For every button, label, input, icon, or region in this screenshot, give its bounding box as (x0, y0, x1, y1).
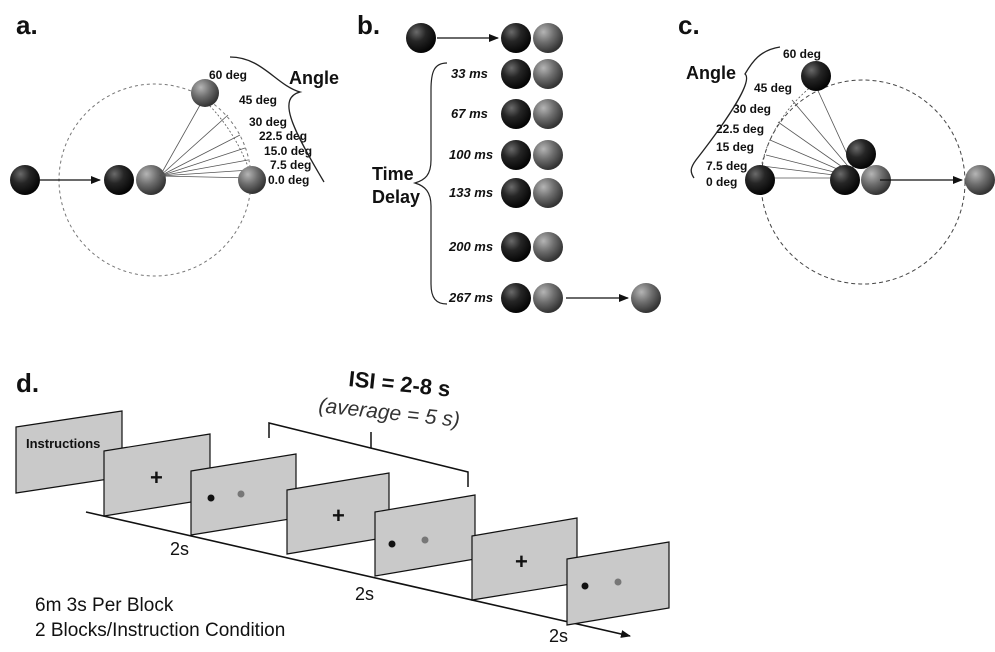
panel-b-row3-dark-ball (501, 140, 531, 170)
panel-b-time-brace (412, 62, 448, 305)
panel-c-angle-5: 15 deg (716, 140, 754, 154)
panel-d-stim3-grey-ball (614, 578, 622, 586)
panel-b-row1-grey-ball (533, 59, 563, 89)
panel-b-row2-grey-ball (533, 99, 563, 129)
panel-d-stim3-dark-ball (581, 582, 589, 590)
panel-b-row4-grey-ball (533, 178, 563, 208)
panel-c-angle-2: 45 deg (754, 81, 792, 95)
panel-d-stim2-dark-ball (388, 540, 396, 548)
panel-c-angle-4: 22.5 deg (716, 122, 764, 136)
panel-a: a. 60 deg 45 deg 30 deg 22.5 deg 15.0 de… (10, 10, 339, 277)
panel-d-time-label-2: 2s (355, 584, 374, 604)
panel-c-angle-brace (690, 46, 781, 179)
panel-c-angle-title: Angle (686, 63, 736, 83)
panel-b-row2-dark-ball (501, 99, 531, 129)
panel-d-time-label-1: 2s (170, 539, 189, 559)
panel-c-angle-1: 60 deg (783, 47, 821, 61)
panel-c-angle-fan (759, 81, 859, 179)
panel-c-angle-6: 7.5 deg (706, 159, 747, 173)
panel-b-label: b. (357, 10, 380, 40)
panel-c-end-grey-ball (965, 165, 995, 195)
panel-c-mid-dark-ball (846, 139, 876, 169)
panel-d: d. Instructions + + + ISI = 2-8 s (avera… (15, 366, 670, 646)
panel-a-angle-2: 45 deg (239, 93, 277, 107)
panel-a-label: a. (16, 10, 38, 40)
panel-b-top-grey-ball (533, 23, 563, 53)
panel-d-stim2-grey-ball (421, 536, 429, 544)
panel-a-60deg-ball (191, 79, 219, 107)
panel-a-angle-brace (229, 56, 325, 183)
panel-d-isi-line1: ISI = 2-8 s (347, 366, 451, 402)
panel-d-block-info-1: 6m 3s Per Block (35, 595, 174, 616)
panel-a-contact-grey-ball (136, 165, 166, 195)
panel-b-row6-dark-ball (501, 283, 531, 313)
panel-c-label: c. (678, 10, 700, 40)
panel-d-stim1-dark-ball (207, 494, 215, 502)
panel-b-row3-grey-ball (533, 140, 563, 170)
panel-a-angle-4: 22.5 deg (259, 129, 307, 143)
panel-b-row1-dark-ball (501, 59, 531, 89)
panel-d-time-label-3: 2s (549, 626, 568, 646)
panel-d-fixation-1: + (150, 465, 163, 490)
panel-c-angle-3: 30 deg (733, 102, 771, 116)
panel-b-delay-5: 200 ms (448, 239, 493, 254)
panel-b-delay-4: 133 ms (449, 185, 493, 200)
panel-d-fixation-2: + (332, 503, 345, 528)
panel-d-screen-stimulus-2 (374, 494, 476, 577)
panel-b-start-ball (406, 23, 436, 53)
panel-d-fixation-3: + (515, 549, 528, 574)
panel-b-row5-dark-ball (501, 232, 531, 262)
panel-b-top-dark-ball (501, 23, 531, 53)
panel-c: c. 60 deg 45 deg 30 deg 22.5 deg 15 deg … (678, 10, 995, 285)
panel-d-label: d. (16, 368, 39, 398)
panel-b-time-title-1: Time (372, 164, 414, 184)
panel-b-time-title-2: Delay (372, 187, 420, 207)
panel-c-angle-7: 0 deg (706, 175, 737, 189)
panel-a-contact-dark-ball (104, 165, 134, 195)
panel-d-timeline-arrow (85, 511, 631, 638)
panel-a-angle-3: 30 deg (249, 115, 287, 129)
panel-a-angle-fan (159, 97, 253, 179)
panel-d-block-info-2: 2 Blocks/Instruction Condition (35, 620, 285, 641)
panel-b-delay-1: 33 ms (451, 66, 488, 81)
panel-a-0deg-ball (238, 166, 266, 194)
panel-c-contact-dark-ball (830, 165, 860, 195)
panel-b-delay-2: 67 ms (451, 106, 488, 121)
panel-b-row6-grey-ball (533, 283, 563, 313)
panel-b-row4-dark-ball (501, 178, 531, 208)
panel-a-angle-6: 7.5 deg (270, 158, 311, 172)
panel-d-isi-bracket (268, 422, 469, 487)
panel-b-delay-6: 267 ms (448, 290, 493, 305)
panel-c-trajectory-circle (760, 79, 966, 285)
panel-c-contact-grey-ball (861, 165, 891, 195)
panel-a-angle-title: Angle (289, 68, 339, 88)
panel-b: b. 33 ms 67 ms 100 ms 133 ms 200 ms 267 … (357, 10, 661, 313)
panel-a-angle-5: 15.0 deg (264, 144, 312, 158)
panel-a-angle-7: 0.0 deg (268, 173, 309, 187)
panel-c-60deg-ball (801, 61, 831, 91)
panel-d-stim1-grey-ball (237, 490, 245, 498)
panel-b-end-grey-ball (631, 283, 661, 313)
panel-d-instructions-text: Instructions (26, 436, 100, 451)
panel-b-delay-3: 100 ms (449, 147, 493, 162)
panel-a-angle-1: 60 deg (209, 68, 247, 82)
panel-b-row5-grey-ball (533, 232, 563, 262)
panel-c-0deg-ball (745, 165, 775, 195)
panel-a-start-ball (10, 165, 40, 195)
